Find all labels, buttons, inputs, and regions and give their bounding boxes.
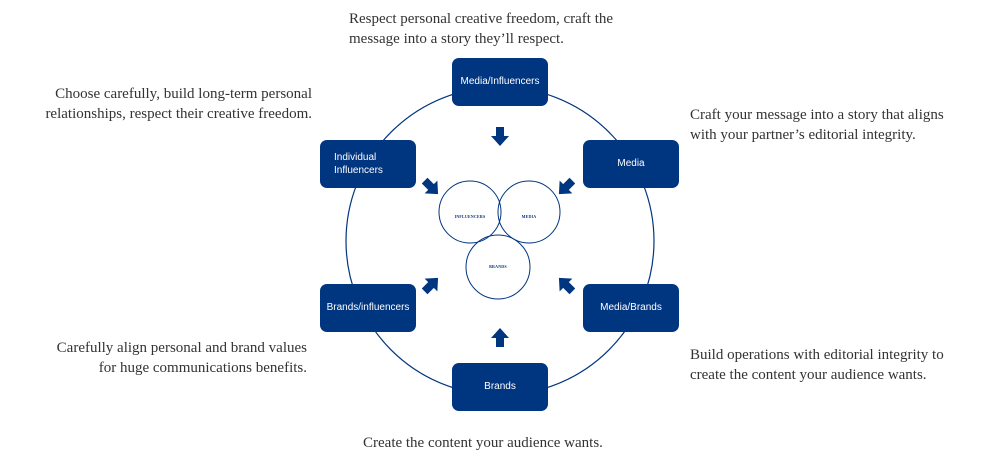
node-media-brands: Media/Brands	[583, 284, 679, 332]
node-media: Media	[583, 140, 679, 188]
node-individual-influencers-label: Individual Influencers	[334, 151, 383, 178]
venn-circle-media	[497, 180, 561, 244]
note-media-brands: Build operations with editorial integrit…	[690, 345, 944, 385]
note-brands-line1: Create the content your audience wants.	[363, 435, 603, 451]
arrow-up-icon	[491, 328, 509, 347]
node-brands: Brands	[452, 363, 548, 411]
note-media-influencers-line1: Respect personal creative freedom, craft…	[349, 11, 614, 27]
note-brands: Create the content your audience wants.	[363, 433, 603, 453]
venn-label-influencers: INFLUENCERS	[455, 214, 486, 219]
node-media-influencers: Media/Influencers	[452, 58, 548, 106]
note-individual-influencers: Choose carefully, build long-term person…	[45, 84, 312, 124]
arrow-down-left-icon	[558, 177, 576, 195]
note-individual-influencers-line2: relationships, respect their creative fr…	[45, 106, 312, 122]
node-individual-influencers: Individual Influencers	[320, 140, 416, 188]
note-media-influencers: Respect personal creative freedom, craft…	[349, 9, 613, 49]
note-media-brands-line2: create the content your audience wants.	[690, 367, 927, 383]
arrow-up-left-icon	[558, 277, 576, 295]
note-brands-influencers-line2: for huge communications benefits.	[98, 360, 307, 376]
node-media-brands-label: Media/Brands	[600, 302, 662, 314]
note-individual-influencers-line1: Choose carefully, build long-term person…	[55, 86, 312, 102]
node-individual-influencers-line1: Individual	[334, 151, 377, 163]
arrow-down-icon	[491, 127, 509, 146]
node-media-label: Media	[617, 158, 645, 170]
note-media-line1: Craft your message into a story that ali…	[690, 107, 944, 123]
note-media: Craft your message into a story that ali…	[690, 105, 944, 145]
venn-circle-brands	[465, 234, 531, 300]
node-brands-influencers: Brands/influencers	[320, 284, 416, 332]
arrow-up-right-icon	[421, 277, 439, 295]
node-media-influencers-label: Media/Influencers	[460, 76, 540, 88]
note-media-influencers-line2: message into a story they’ll respect.	[349, 31, 564, 47]
venn-label-brands: BRANDS	[489, 264, 507, 269]
note-media-brands-line1: Build operations with editorial integrit…	[690, 347, 944, 363]
arrow-down-right-icon	[421, 177, 439, 195]
node-brands-label: Brands	[484, 381, 516, 393]
venn-circle-influencers	[438, 180, 502, 244]
node-brands-influencers-label: Brands/influencers	[326, 302, 410, 314]
note-media-line2: with your partner’s editorial integrity.	[690, 127, 916, 143]
venn-label-media: MEDIA	[522, 214, 537, 219]
note-brands-influencers: Carefully align personal and brand value…	[57, 338, 307, 378]
note-brands-influencers-line1: Carefully align personal and brand value…	[56, 340, 307, 356]
node-individual-influencers-line2: Influencers	[334, 165, 383, 176]
